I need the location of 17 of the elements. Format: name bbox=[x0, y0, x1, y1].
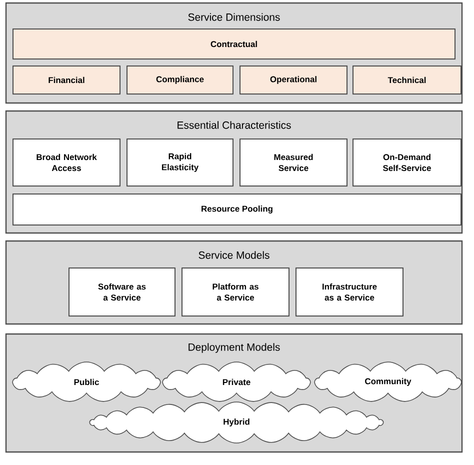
text-box: Infrastructure as a Service bbox=[296, 268, 404, 316]
text-box: On-Demand Self-Service bbox=[352, 138, 462, 186]
panel-heading: Essential Characteristics bbox=[178, 121, 291, 129]
text-box: Financial bbox=[12, 66, 120, 94]
panel-heading: Service Models bbox=[198, 251, 270, 259]
text-box: Software as a Service bbox=[68, 268, 176, 316]
text-box: Contractual bbox=[12, 28, 456, 60]
text-box: Measured Service bbox=[240, 138, 348, 186]
text-box: Broad Network Access bbox=[12, 138, 120, 186]
panel-heading: Service Dimensions bbox=[188, 13, 280, 21]
panel-heading: Deployment Models bbox=[188, 343, 280, 353]
text-box: Operational bbox=[240, 66, 348, 94]
text-box: Technical bbox=[352, 66, 462, 94]
text-box: Resource Pooling bbox=[12, 194, 462, 226]
text-box: Platform as a Service bbox=[182, 268, 290, 316]
text-box: Compliance bbox=[126, 66, 234, 94]
text-box: Rapid Elasticity bbox=[126, 138, 234, 186]
